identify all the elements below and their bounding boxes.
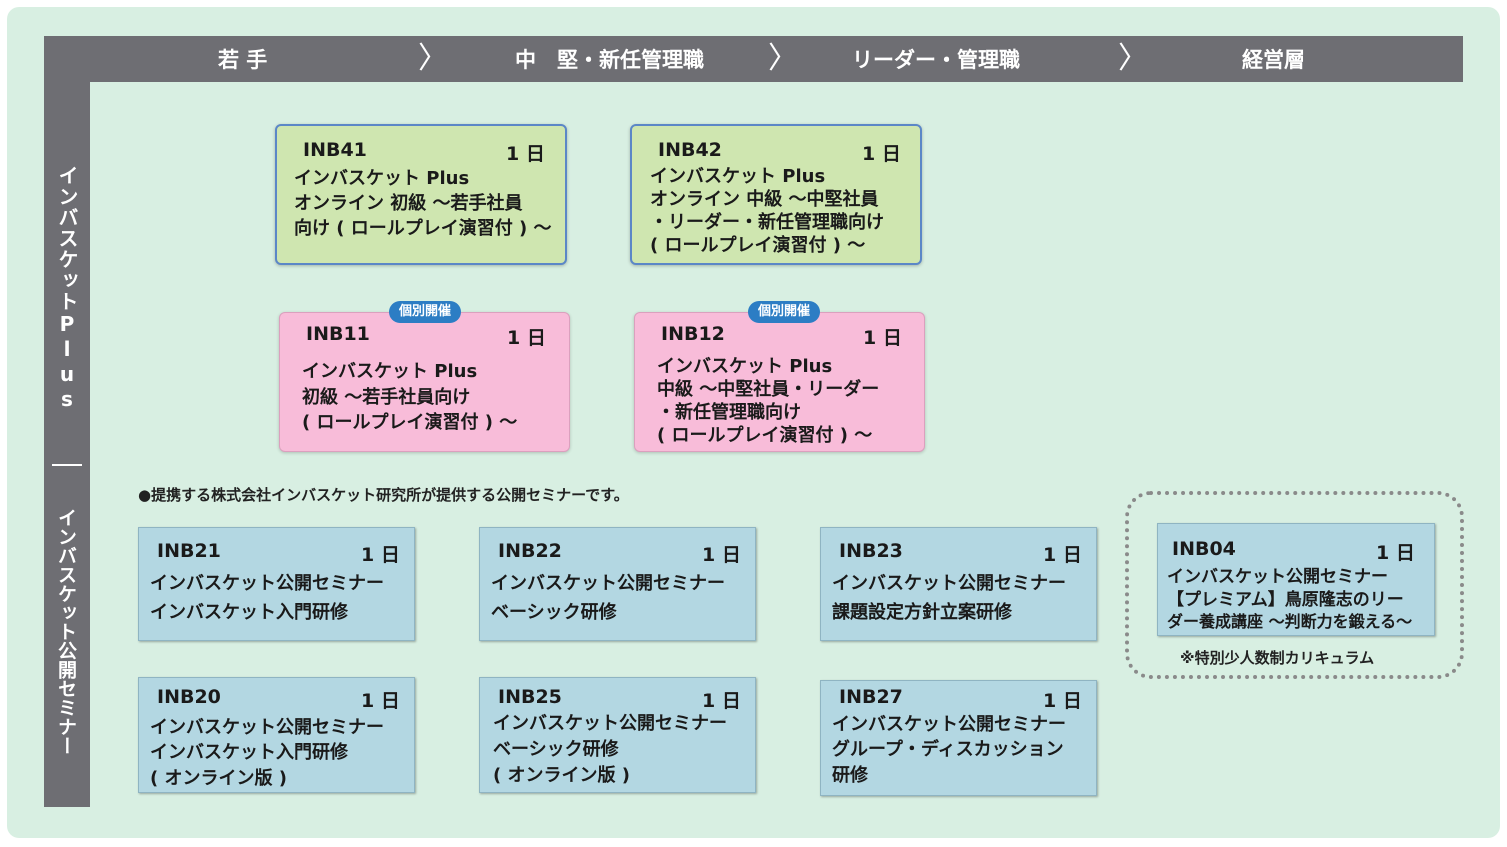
row-label-public: インバスケット公開セミナー <box>55 508 77 755</box>
course-title-line: ( ロールプレイ演習付 ) ～ <box>302 412 518 433</box>
course-title-line: インバスケット公開セミナー <box>832 573 1066 594</box>
course-duration: 1 日 <box>506 143 545 165</box>
course-title-line: 初級 ～若手社員向け <box>302 387 471 408</box>
course-duration: 1 日 <box>863 327 902 349</box>
course-duration: 1 日 <box>1376 542 1415 564</box>
course-card-inb20[interactable]: INB20 1 日 インバスケット公開セミナー インバスケット入門研修 ( オン… <box>138 677 415 793</box>
course-duration: 1 日 <box>361 544 400 566</box>
small-class-note: ※特別少人数制カリキュラム <box>1180 649 1375 667</box>
course-title-line: 【プレミアム】鳥原隆志のリー <box>1167 590 1404 610</box>
partner-seminar-note: ●提携する株式会社インバスケット研究所が提供する公開セミナーです。 <box>138 486 629 504</box>
course-title-line: インバスケット公開セミナー <box>1167 567 1388 587</box>
course-card-inb42[interactable]: INB42 1 日 インバスケット Plus オンライン 中級 ～中堅社員 ・リ… <box>630 124 922 265</box>
course-code: INB22 <box>498 540 562 562</box>
course-code: INB12 <box>661 323 725 345</box>
course-duration: 1 日 <box>361 690 400 712</box>
course-duration: 1 日 <box>1043 544 1082 566</box>
course-title-line: インバスケット公開セミナー <box>493 713 727 734</box>
course-title-line: オンライン 初級 ～若手社員 <box>294 193 523 214</box>
course-code: INB42 <box>658 139 722 161</box>
course-card-inb22[interactable]: INB22 1 日 インバスケット公開セミナー ベーシック研修 <box>479 527 756 641</box>
course-card-inb27[interactable]: INB27 1 日 インバスケット公開セミナー グループ・ディスカッション 研修 <box>820 680 1097 796</box>
course-title-line: ( ロールプレイ演習付 ) ～ <box>657 425 873 446</box>
course-title-line: 課題設定方針立案研修 <box>832 602 1012 623</box>
individual-session-badge: 個別開催 <box>748 301 821 323</box>
row-divider <box>52 464 82 466</box>
course-title-line: オンライン 中級 ～中堅社員 <box>650 189 879 210</box>
course-card-inb21[interactable]: INB21 1 日 インバスケット公開セミナー インバスケット入門研修 <box>138 527 415 641</box>
course-title-line: ( オンライン版 ) <box>493 765 630 786</box>
course-title-line: グループ・ディスカッション <box>832 739 1064 760</box>
chevron-right-icon: 〉 <box>418 41 448 76</box>
course-title-line: ダー養成講座 ～判断力を鍛える～ <box>1167 612 1413 631</box>
course-title-line: ・リーダー・新任管理職向け <box>650 212 884 233</box>
course-card-inb25[interactable]: INB25 1 日 インバスケット公開セミナー ベーシック研修 ( オンライン版… <box>479 677 756 793</box>
course-code: INB20 <box>157 686 221 708</box>
course-title-line: インバスケット Plus <box>294 168 470 189</box>
course-duration: 1 日 <box>702 544 741 566</box>
course-title-line: インバスケット公開セミナー <box>150 717 384 738</box>
course-title-line: 向け ( ロールプレイ演習付 ) ～ <box>294 218 552 239</box>
course-title-line: インバスケット入門研修 <box>150 602 348 623</box>
course-title-line: ベーシック研修 <box>491 602 617 623</box>
course-title-line: インバスケット入門研修 <box>150 742 348 763</box>
course-title-line: インバスケット公開セミナー <box>150 573 384 594</box>
stage-mid-level: 中 堅・新任管理職 <box>515 48 704 72</box>
course-code: INB27 <box>839 686 903 708</box>
course-code: INB25 <box>498 686 562 708</box>
chevron-right-icon: 〉 <box>1118 41 1148 76</box>
course-title-line: ベーシック研修 <box>493 739 619 760</box>
course-title-line: ・新任管理職向け <box>657 402 801 423</box>
category-sidebar <box>44 36 90 807</box>
row-label-plus: インバスケットPlus <box>55 165 79 412</box>
course-duration: 1 日 <box>702 690 741 712</box>
individual-session-badge: 個別開催 <box>389 301 462 323</box>
chevron-right-icon: 〉 <box>768 41 798 76</box>
course-code: INB41 <box>303 139 367 161</box>
course-code: INB04 <box>1172 538 1236 560</box>
course-title-line: インバスケット Plus <box>302 361 478 382</box>
course-duration: 1 日 <box>862 143 901 165</box>
course-title-line: インバスケット公開セミナー <box>832 714 1066 735</box>
course-duration: 1 日 <box>1043 690 1082 712</box>
stage-young: 若 手 <box>218 48 268 72</box>
course-card-inb41[interactable]: INB41 1 日 インバスケット Plus オンライン 初級 ～若手社員 向け… <box>275 124 567 265</box>
course-title-line: インバスケット Plus <box>650 166 826 187</box>
course-code: INB21 <box>157 540 221 562</box>
course-title-line: インバスケット公開セミナー <box>491 573 725 594</box>
course-title-line: ( オンライン版 ) <box>150 768 287 789</box>
course-card-inb04[interactable]: INB04 1 日 インバスケット公開セミナー 【プレミアム】鳥原隆志のリー ダ… <box>1157 523 1435 636</box>
career-stage-bar <box>44 36 1463 82</box>
course-card-inb12[interactable]: INB12 1 日 インバスケット Plus 中級 ～中堅社員・リーダー ・新任… <box>634 312 925 452</box>
course-code: INB23 <box>839 540 903 562</box>
course-title-line: 中級 ～中堅社員・リーダー <box>657 379 880 400</box>
course-card-inb11[interactable]: INB11 1 日 インバスケット Plus 初級 ～若手社員向け ( ロールプ… <box>279 312 570 452</box>
course-title-line: ( ロールプレイ演習付 ) ～ <box>650 235 866 256</box>
premium-course-frame <box>1125 491 1464 679</box>
course-code: INB11 <box>306 323 370 345</box>
course-title-line: インバスケット Plus <box>657 356 833 377</box>
stage-leader: リーダー・管理職 <box>852 48 1020 72</box>
stage-executive: 経営層 <box>1242 48 1305 72</box>
course-duration: 1 日 <box>507 327 546 349</box>
course-title-line: 研修 <box>832 765 868 786</box>
course-card-inb23[interactable]: INB23 1 日 インバスケット公開セミナー 課題設定方針立案研修 <box>820 527 1097 641</box>
